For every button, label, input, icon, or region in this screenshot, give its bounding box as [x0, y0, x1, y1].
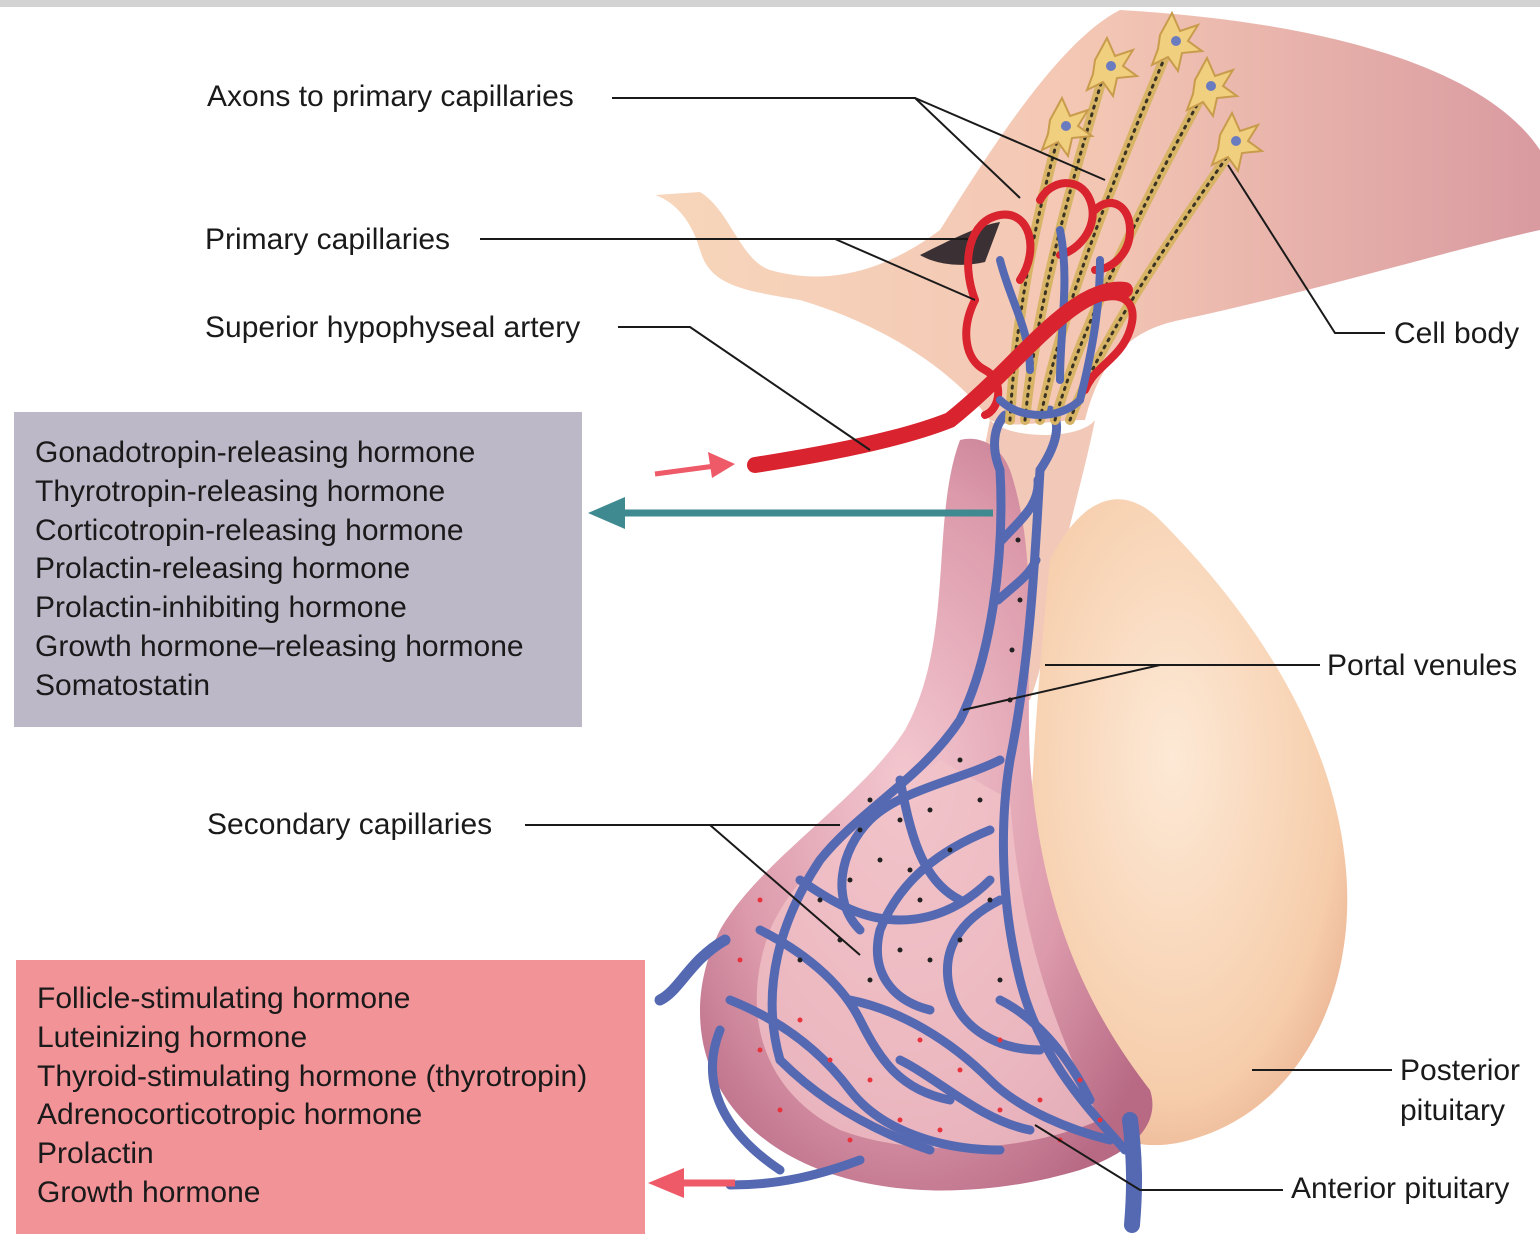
pituitary-hormones-box: Follicle-stimulating hormone Luteinizing…	[16, 960, 645, 1234]
label-primary-capillaries: Primary capillaries	[205, 223, 450, 257]
releasing-hormone-item: Prolactin-inhibiting hormone	[35, 589, 582, 628]
pituitary-hormone-arrow	[648, 1168, 735, 1198]
label-anterior-pituitary: Anterior pituitary	[1291, 1172, 1509, 1206]
releasing-hormone-item: Thyrotropin-releasing hormone	[35, 473, 582, 512]
label-posterior-pituitary-line1: Posterior	[1400, 1054, 1520, 1088]
releasing-hormone-item: Gonadotropin-releasing hormone	[35, 434, 582, 473]
pituitary-hormone-item: Thyroid-stimulating hormone (thyrotropin…	[37, 1058, 645, 1097]
label-cell-body: Cell body	[1394, 317, 1519, 351]
label-secondary-capillaries: Secondary capillaries	[207, 808, 492, 842]
pituitary-hormone-item: Follicle-stimulating hormone	[37, 980, 645, 1019]
pituitary-hormone-item: Prolactin	[37, 1135, 645, 1174]
label-portal-venules: Portal venules	[1327, 649, 1517, 683]
outflow-vein-bottom	[1130, 1120, 1134, 1225]
artery-inflow-arrow	[655, 452, 735, 478]
label-posterior-pituitary-line2: pituitary	[1400, 1094, 1505, 1128]
pituitary-hormone-item: Growth hormone	[37, 1174, 645, 1213]
label-axons-to-primary-capillaries: Axons to primary capillaries	[207, 80, 574, 114]
pituitary-hormone-item: Luteinizing hormone	[37, 1019, 645, 1058]
releasing-hormone-item: Growth hormone–releasing hormone	[35, 628, 582, 667]
releasing-hormone-arrow	[588, 497, 993, 529]
label-superior-hypophyseal-artery: Superior hypophyseal artery	[205, 311, 580, 345]
releasing-hormone-item: Prolactin-releasing hormone	[35, 550, 582, 589]
pituitary-hormone-item: Adrenocorticotropic hormone	[37, 1096, 645, 1135]
releasing-hormone-item: Somatostatin	[35, 667, 582, 706]
releasing-hormones-box: Gonadotropin-releasing hormone Thyrotrop…	[14, 412, 582, 727]
releasing-hormone-item: Corticotropin-releasing hormone	[35, 512, 582, 551]
